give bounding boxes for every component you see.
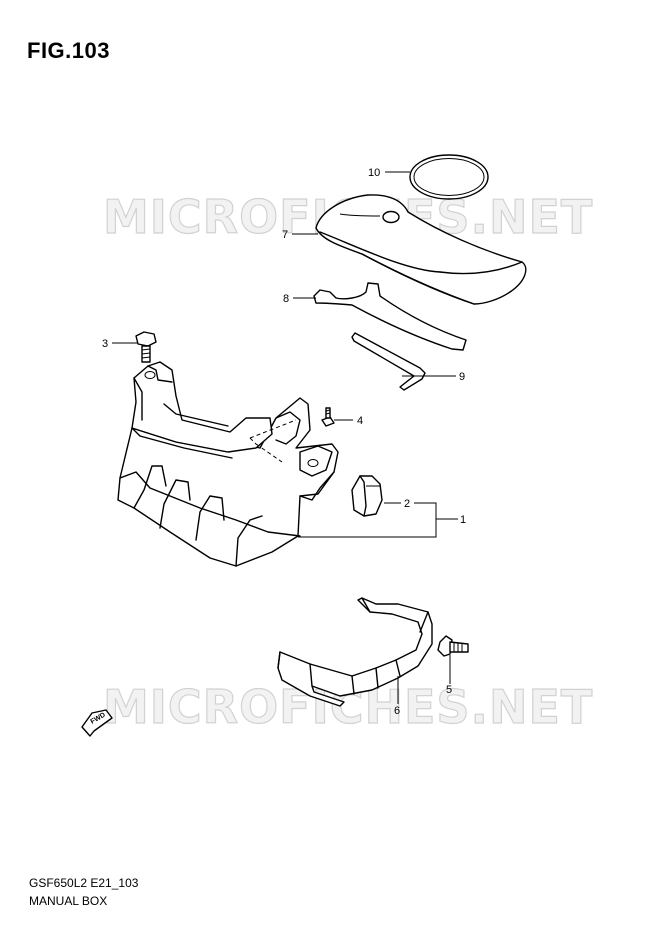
part-1-manual-box[interactable] bbox=[117, 361, 339, 567]
part-10-oring[interactable] bbox=[409, 154, 489, 200]
part-3-bolt[interactable] bbox=[135, 331, 157, 363]
part-9-hex-key[interactable] bbox=[351, 332, 426, 391]
callout-1: 1 bbox=[460, 514, 466, 526]
part-6-bracket[interactable] bbox=[277, 597, 433, 707]
callout-2: 2 bbox=[404, 498, 410, 510]
part-7-document-bag[interactable] bbox=[315, 194, 527, 305]
part-2-cushion[interactable] bbox=[351, 475, 383, 517]
figure-title: FIG.103 bbox=[27, 38, 110, 63]
callout-4: 4 bbox=[357, 415, 363, 427]
fwd-direction-arrow: FWD bbox=[81, 709, 113, 737]
callout-9: 9 bbox=[459, 371, 465, 383]
callout-8: 8 bbox=[283, 293, 289, 305]
callout-numbers: 10 7 8 3 4 2 1 9 6 5 bbox=[102, 167, 466, 717]
callout-6: 6 bbox=[394, 705, 400, 717]
part-5-bolt[interactable] bbox=[437, 635, 469, 657]
footer-section-name: MANUAL BOX bbox=[29, 894, 108, 908]
leader-lines bbox=[112, 171, 458, 704]
part-8-spanner[interactable] bbox=[313, 282, 467, 351]
callout-7: 7 bbox=[282, 229, 288, 241]
part-4-screw[interactable] bbox=[321, 407, 335, 427]
callout-10: 10 bbox=[368, 167, 380, 179]
footer-model-code: GSF650L2 E21_103 bbox=[29, 876, 139, 890]
callout-5: 5 bbox=[446, 684, 452, 696]
callout-3: 3 bbox=[102, 338, 108, 350]
